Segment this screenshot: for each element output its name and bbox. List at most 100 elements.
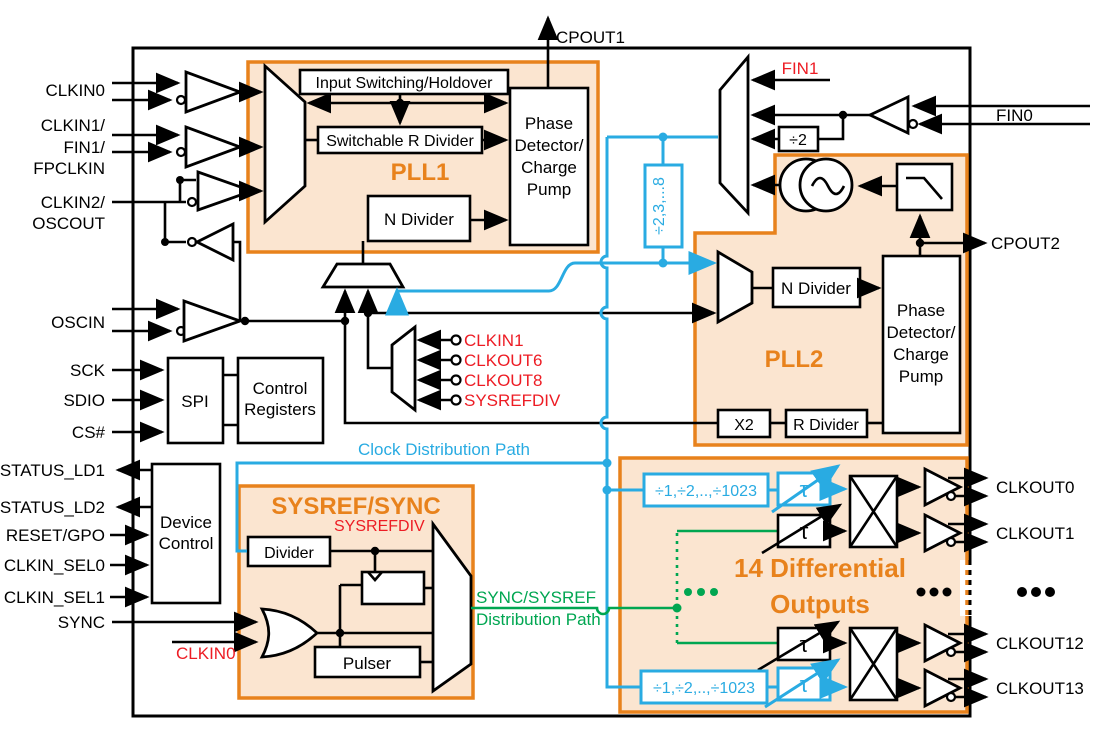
net-circle bbox=[450, 394, 462, 406]
sync-sysref-label-1: SYNC/SYSREF bbox=[476, 588, 596, 607]
pll2-r-divider-label: R Divider bbox=[793, 417, 859, 434]
sine-wave-icon bbox=[810, 176, 846, 196]
pll1-n-divider-box bbox=[366, 194, 472, 243]
inversion-bubble bbox=[945, 536, 957, 548]
fbmux-clkin1-label: CLKIN1 bbox=[464, 331, 524, 350]
pin-clkin-sel1: CLKIN_SEL1 bbox=[4, 588, 105, 607]
loop-filter-box bbox=[895, 162, 954, 212]
sync-distribution-path: SYNC/SYSREF Distribution Path bbox=[471, 529, 778, 645]
pin-status-ld2: STATUS_LD2 bbox=[0, 498, 105, 517]
clock-chevron-icon bbox=[367, 571, 383, 582]
vco-icon bbox=[798, 157, 854, 213]
oscin-buffer bbox=[182, 299, 245, 343]
pin-cs: CS# bbox=[72, 423, 106, 442]
clkout13-buffer bbox=[923, 667, 964, 709]
clkin0-buffer bbox=[184, 69, 245, 115]
pll1-feedback-mux-group bbox=[320, 241, 406, 321]
green-ellipsis-dot bbox=[710, 588, 718, 596]
pll2-n-divider-label: N Divider bbox=[781, 279, 851, 298]
spi-group: SPI Control Registers bbox=[166, 356, 325, 445]
control-registers-box bbox=[236, 356, 325, 445]
pin-clkout13: CLKOUT13 bbox=[996, 679, 1084, 698]
inversion-bubble bbox=[186, 196, 198, 208]
pll2-input-mux bbox=[716, 249, 754, 325]
junction-dot bbox=[240, 316, 250, 326]
control-registers-label-2: Registers bbox=[244, 400, 316, 419]
green-ellipsis-dot bbox=[684, 588, 692, 596]
clkin0-net-label: CLKIN0 bbox=[176, 644, 236, 663]
sysref-output-mux bbox=[431, 519, 473, 694]
fbmux-sysrefdiv-label: SYSREFDIV bbox=[464, 391, 561, 410]
delay-tau-label: τ bbox=[800, 672, 809, 697]
pin-fin1: FIN1/ bbox=[63, 138, 105, 157]
border-gap bbox=[960, 560, 976, 616]
pulser-box bbox=[313, 645, 422, 679]
clock-distribution-path: ÷2,3,...8 Clock Distribution Path bbox=[235, 132, 718, 689]
pin-sync: SYNC bbox=[58, 613, 105, 632]
pll1-title: PLL1 bbox=[391, 159, 450, 186]
green-ellipsis-dot bbox=[697, 588, 705, 596]
pulser-label: Pulser bbox=[343, 654, 392, 673]
pin-clkout0: CLKOUT0 bbox=[996, 478, 1074, 497]
pin-status-ld1: STATUS_LD1 bbox=[0, 461, 105, 480]
pd2-line4: Pump bbox=[899, 367, 943, 386]
output-divider-label: ÷1,÷2,..,÷1023 bbox=[655, 483, 757, 500]
spi-box bbox=[166, 356, 225, 445]
outputs-title-1: 14 Differential bbox=[734, 553, 906, 583]
feedback-source-mux-group: CLKIN1 CLKOUT6 CLKOUT8 SYSREFDIV bbox=[390, 324, 561, 413]
inversion-bubble bbox=[945, 691, 957, 703]
ellipsis-dot bbox=[916, 587, 926, 597]
pd1-line4: Pump bbox=[527, 180, 571, 199]
adjustable-arrow bbox=[757, 620, 841, 672]
div238-label: ÷2,3,...8 bbox=[651, 177, 668, 235]
pin-clkin1: CLKIN1/ bbox=[41, 116, 106, 135]
delay-tau-label: τ bbox=[800, 519, 809, 544]
pll1-input-mux bbox=[263, 62, 307, 226]
output-divider-label: ÷1,÷2,..,÷1023 bbox=[653, 680, 755, 697]
div2-label: ÷2 bbox=[789, 132, 807, 149]
ellipsis-dot bbox=[1031, 587, 1041, 597]
net-circle bbox=[450, 334, 462, 346]
pd1-line2: Detector/ bbox=[515, 136, 584, 155]
chip-outline bbox=[131, 46, 972, 718]
sync-sysref-label-2: Distribution Path bbox=[476, 610, 601, 629]
pin-cpout2: CPOUT2 bbox=[991, 234, 1060, 253]
clkout12-buffer bbox=[923, 622, 964, 664]
oscin-net bbox=[240, 302, 718, 425]
pll2-r-divider-box bbox=[784, 408, 869, 439]
pin-labels: CLKIN0 CLKIN1/ FIN1/ FPCLKIN CLKIN2/ OSC… bbox=[0, 81, 1084, 698]
sysrefdiv-net-label: SYSREFDIV bbox=[334, 518, 425, 535]
fbmux-clkout6-label: CLKOUT6 bbox=[464, 351, 542, 370]
cpout1-label: CPOUT1 bbox=[556, 28, 625, 47]
net-circle bbox=[450, 354, 462, 366]
inversion-bubble bbox=[175, 146, 187, 158]
inversion-bubble bbox=[945, 490, 957, 502]
pd2-line3: Charge bbox=[893, 345, 949, 364]
clkin1-buffer bbox=[184, 124, 245, 170]
sysref-sync-title: SYSREF/SYNC bbox=[271, 493, 440, 520]
pd2-line1: Phase bbox=[897, 301, 945, 320]
pin-sck: SCK bbox=[70, 361, 106, 380]
feedback-source-mux bbox=[390, 324, 417, 413]
pd1-line1: Phase bbox=[525, 114, 573, 133]
outputs-title-2: Outputs bbox=[770, 589, 870, 619]
pin-oscout: OSCOUT bbox=[32, 214, 105, 233]
device-control-box bbox=[150, 462, 222, 605]
junction-dot bbox=[176, 176, 184, 184]
sysref-sync-group: SYSREF/SYNC Divider SYSREFDIV Pulser CLK… bbox=[176, 493, 473, 694]
inversion-bubble bbox=[907, 118, 919, 130]
device-control-label-2: Control bbox=[159, 534, 214, 553]
clkout1-buffer bbox=[923, 512, 964, 554]
left-pin-wires bbox=[110, 72, 259, 653]
clkout0-buffer bbox=[923, 466, 964, 508]
pin-clkout1: CLKOUT1 bbox=[996, 524, 1074, 543]
ellipsis-dot bbox=[942, 587, 952, 597]
fbmux-clkout8-label: CLKOUT8 bbox=[464, 371, 542, 390]
device-control-label-1: Device bbox=[160, 513, 212, 532]
input-switching-label: Input Switching/Holdover bbox=[316, 75, 494, 92]
adjustable-arrow bbox=[764, 658, 841, 709]
adjustable-arrow bbox=[761, 503, 843, 555]
lowpass-icon bbox=[906, 176, 943, 200]
inversion-bubble bbox=[945, 646, 957, 658]
